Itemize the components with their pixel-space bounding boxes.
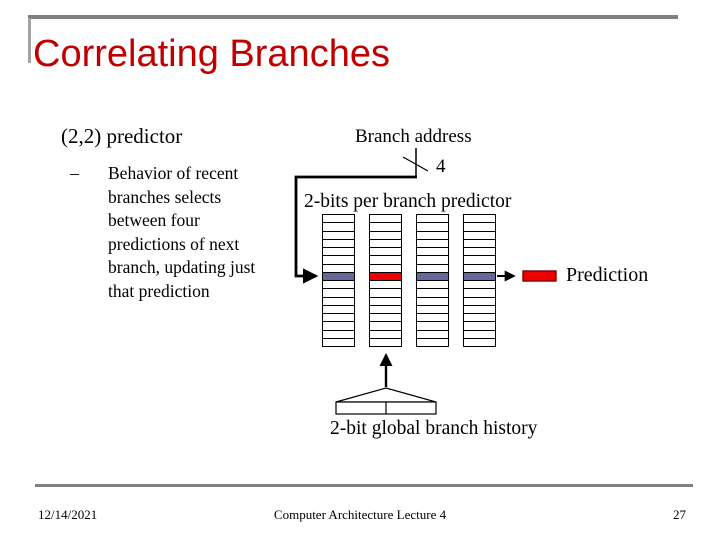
predictor-entry [323,223,354,232]
index-arrow [294,175,417,284]
predictor-entry [370,289,401,298]
predictor-entry [417,331,448,339]
footer-course-title: Computer Architecture Lecture 4 [273,507,447,522]
predictor-entry [323,256,354,265]
predictor-table-4 [463,214,496,347]
predictor-entry [464,331,495,339]
predictor-entry [417,248,448,257]
predictor-entry [464,265,495,273]
bullet-text-line: predictions of next [108,233,240,254]
prediction-output-box [522,270,557,282]
predictor-entry [370,281,401,290]
predictor-entry [417,232,448,240]
predictor-entry [323,331,354,339]
predictor-entry [370,322,401,331]
predictor-entry [417,281,448,290]
predictor-entry [417,240,448,248]
slide-title: Correlating Branches [33,33,390,75]
predictor-entry [370,298,401,306]
predictor-entry [464,248,495,257]
predictor-entry [464,240,495,248]
predictor-entry [417,322,448,331]
selected-predictor-entry [323,272,354,281]
predictor-entry [323,322,354,331]
bullet-marker: – [70,163,79,183]
footer-date: 12/14/2021 [38,507,98,522]
predictor-table-3 [416,214,449,347]
footer-divider-rule [35,484,693,487]
predictor-entry [417,256,448,265]
prediction-label: Prediction [566,264,649,286]
predictor-entry [323,289,354,298]
predictor-entry [464,289,495,298]
predictor-entry [370,215,401,224]
predictor-entry [417,314,448,323]
predictor-entry [370,306,401,314]
predictor-entry [464,256,495,265]
predictor-entry [464,298,495,306]
predictor-entry [417,298,448,306]
bullet-text: Behavior of recent branches selects betwee… [108,162,255,303]
predictor-tables [0,214,720,347]
predictor-entry [464,232,495,240]
bus-width-label: 4 [436,156,446,177]
bullet-text-line: branch, updating just [108,257,256,277]
predictor-entry [323,232,354,240]
selected-predictor-entry [370,272,401,281]
predictor-entry [464,306,495,314]
bullet-text-line: branches selects [108,186,222,207]
predictor-entry [464,314,495,323]
branch-address-label: Branch address [355,126,472,147]
bus-width-tick [402,156,429,172]
predictor-entry [417,265,448,273]
predictor-table-1 [322,214,355,347]
selected-predictor-entry [417,272,448,281]
predictor-entry [417,215,448,224]
top-divider-rule [28,15,678,19]
predictor-table-label: 2-bits per branch predictor [304,191,512,212]
predictor-entry [464,223,495,232]
predictor-entry [323,306,354,314]
predictor-entry [417,223,448,232]
predictor-entry [323,215,354,224]
predictor-table-2 [369,214,402,347]
predictor-entry [323,240,354,248]
predictor-entry [323,248,354,257]
bullet-text-line: Behavior of recent [108,163,239,183]
predictor-entry [370,265,401,273]
predictor-entry [370,314,401,323]
predictor-entry [370,331,401,339]
predictor-entry [370,248,401,257]
predictor-entry [370,232,401,240]
footer-page-number: 27 [673,507,686,522]
predictor-entry [417,289,448,298]
predictor-entry [370,240,401,248]
predictor-heading: (2,2) predictor [61,124,183,148]
predictor-entry [370,256,401,265]
predictor-entry [323,314,354,323]
history-mux-roof [335,387,437,403]
predictor-entry [464,215,495,224]
predictor-entry [464,322,495,331]
predictor-entry [417,306,448,314]
selected-predictor-entry [464,272,495,281]
title-left-rule [28,18,31,63]
bullet-text-line: that prediction [108,280,210,301]
predictor-entry [323,265,354,273]
history-label: 2-bit global branch history [330,418,538,439]
bullet-text-line: between four [108,210,200,230]
predictor-entry [370,223,401,232]
predictor-entry [323,281,354,290]
predictor-entry [464,281,495,290]
predictor-entry [323,298,354,306]
